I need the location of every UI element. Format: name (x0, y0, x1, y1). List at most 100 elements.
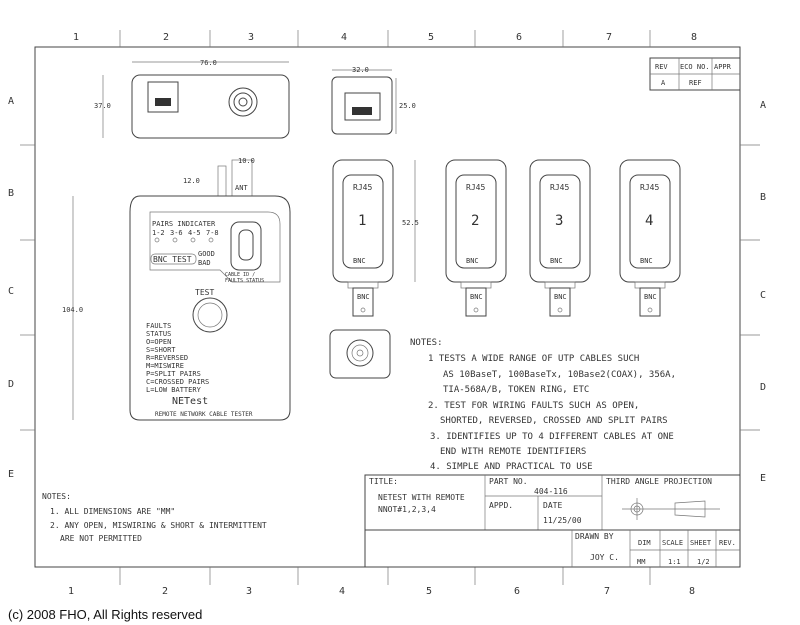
svg-text:REF: REF (689, 79, 702, 87)
svg-text:DATE: DATE (543, 501, 562, 510)
svg-text:8: 8 (689, 586, 695, 597)
svg-text:NOTES:: NOTES: (410, 338, 443, 348)
svg-text:3. IDENTIFIES UP TO 4 DIFFEREN: 3. IDENTIFIES UP TO 4 DIFFERENT CABLES A… (430, 432, 674, 442)
svg-text:JOY C.: JOY C. (590, 553, 619, 562)
svg-text:ANT: ANT (235, 184, 248, 192)
remote-panel (455, 174, 497, 269)
svg-text:A: A (760, 100, 766, 111)
svg-text:MM: MM (637, 558, 645, 566)
drawing-border (34, 46, 741, 568)
svg-text:4. SIMPLE AND PRACTICAL TO USE: 4. SIMPLE AND PRACTICAL TO USE (430, 462, 593, 472)
remote-number: 3 (555, 213, 563, 229)
svg-text:1:1: 1:1 (668, 558, 681, 566)
svg-text:PART NO.: PART NO. (489, 477, 528, 486)
svg-text:REV.: REV. (719, 539, 736, 547)
svg-text:11/25/00: 11/25/00 (543, 516, 582, 525)
svg-text:C=CROSSED PAIRS: C=CROSSED PAIRS (146, 378, 209, 386)
svg-text:A: A (8, 96, 14, 107)
svg-text:6: 6 (514, 586, 520, 597)
notes-right: NOTES: 1 TESTS A WIDE RANGE OF UTP CABLE… (410, 338, 676, 472)
remote-top-view: 32.0 25.0 (331, 66, 416, 135)
svg-text:C: C (760, 290, 766, 301)
svg-text:6: 6 (516, 32, 522, 43)
connector-pin-icon (557, 307, 563, 313)
svg-text:BAD: BAD (198, 259, 211, 267)
svg-text:TEST: TEST (195, 288, 214, 297)
remote-number: 4 (645, 213, 653, 229)
svg-text:DIM: DIM (638, 539, 651, 547)
svg-text:32.0: 32.0 (352, 66, 369, 74)
svg-text:3: 3 (246, 586, 252, 597)
remote-bottom-label: BNC (550, 257, 563, 265)
svg-text:52.5: 52.5 (402, 219, 419, 227)
svg-text:2. TEST FOR WIRING FAULTS SUCH: 2. TEST FOR WIRING FAULTS SUCH AS OPEN, (428, 401, 639, 411)
svg-text:E: E (8, 469, 14, 480)
svg-text:8: 8 (691, 32, 697, 43)
title-block: TITLE: NETEST WITH REMOTE NNOT#1,2,3,4 P… (364, 474, 741, 568)
row-labels-right: AB CDE (760, 100, 766, 484)
connector-collar (544, 281, 576, 289)
connector-collar (460, 281, 492, 289)
remote-top-label: RJ45 (640, 183, 659, 192)
connector-label: BNC (357, 293, 370, 301)
remote-number: 2 (471, 213, 479, 229)
svg-text:7: 7 (604, 586, 610, 597)
svg-text:E: E (760, 473, 766, 484)
svg-text:4: 4 (341, 32, 347, 43)
svg-text:THIRD ANGLE PROJECTION: THIRD ANGLE PROJECTION (606, 477, 712, 486)
svg-text:2. ANY OPEN, MISWIRING & SHORT: 2. ANY OPEN, MISWIRING & SHORT & INTERMI… (50, 521, 267, 530)
svg-text:B: B (760, 192, 766, 203)
remote-bnc-side-view (329, 329, 391, 379)
svg-text:25.0: 25.0 (399, 102, 416, 110)
svg-text:C: C (8, 286, 14, 297)
svg-text:1: 1 (68, 586, 74, 597)
tester-top-view: 76.0 37.0 (94, 59, 290, 139)
connector-pin-icon (360, 307, 366, 313)
svg-text:3: 3 (248, 32, 254, 43)
svg-text:BNC TEST: BNC TEST (153, 255, 192, 264)
connector-collar (347, 281, 379, 289)
svg-text:4: 4 (339, 586, 345, 597)
brand-logo: NETest (172, 396, 208, 407)
svg-text:12.0: 12.0 (183, 177, 200, 185)
remote-bottom-label: BNC (640, 257, 653, 265)
svg-text:O=OPEN: O=OPEN (146, 338, 171, 346)
remote-panel (539, 174, 581, 269)
row-labels-left: AB CDE (8, 96, 14, 480)
revision-table: REV ECO NO. APPR A REF (649, 57, 741, 91)
svg-text:M=MISWIRE: M=MISWIRE (146, 362, 184, 370)
svg-text:GOOD: GOOD (198, 250, 215, 258)
svg-text:7: 7 (606, 32, 612, 43)
svg-text:REMOTE NETWORK CABLE TESTER: REMOTE NETWORK CABLE TESTER (155, 411, 253, 418)
svg-text:NETEST WITH REMOTE: NETEST WITH REMOTE (378, 493, 465, 502)
svg-text:AS 10BaseT, 100BaseTx, 10Base2: AS 10BaseT, 100BaseTx, 10Base2(COAX), 35… (443, 370, 676, 380)
svg-text:2: 2 (163, 32, 169, 43)
svg-text:L=LOW BATTERY: L=LOW BATTERY (146, 386, 202, 394)
notes-left: NOTES: 1. ALL DIMENSIONS ARE "MM" 2. ANY… (42, 492, 267, 543)
svg-text:NOTES:: NOTES: (42, 492, 71, 501)
remote-panel (342, 174, 384, 269)
connector-pin-icon (647, 307, 653, 313)
svg-text:R=REVERSED: R=REVERSED (146, 354, 188, 362)
svg-text:FAULTS: FAULTS (146, 322, 171, 330)
svg-text:1 TESTS A WIDE RANGE OF UTP CA: 1 TESTS A WIDE RANGE OF UTP CABLES SUCH (428, 354, 639, 364)
svg-text:404-116: 404-116 (534, 487, 568, 496)
connector-collar (634, 281, 666, 289)
svg-text:S=SHORT: S=SHORT (146, 346, 176, 354)
connector-label: BNC (644, 293, 657, 301)
svg-text:B: B (8, 188, 14, 199)
svg-text:4-5: 4-5 (188, 229, 201, 237)
svg-text:STATUS: STATUS (146, 330, 171, 338)
remote-top-label: RJ45 (550, 183, 569, 192)
remote-panel (629, 174, 671, 269)
svg-text:5: 5 (426, 586, 432, 597)
svg-text:10.0: 10.0 (238, 157, 255, 165)
svg-text:CABLE ID /: CABLE ID / (225, 272, 255, 278)
svg-text:P=SPLIT PAIRS: P=SPLIT PAIRS (146, 370, 201, 378)
svg-text:SHEET: SHEET (690, 539, 712, 547)
